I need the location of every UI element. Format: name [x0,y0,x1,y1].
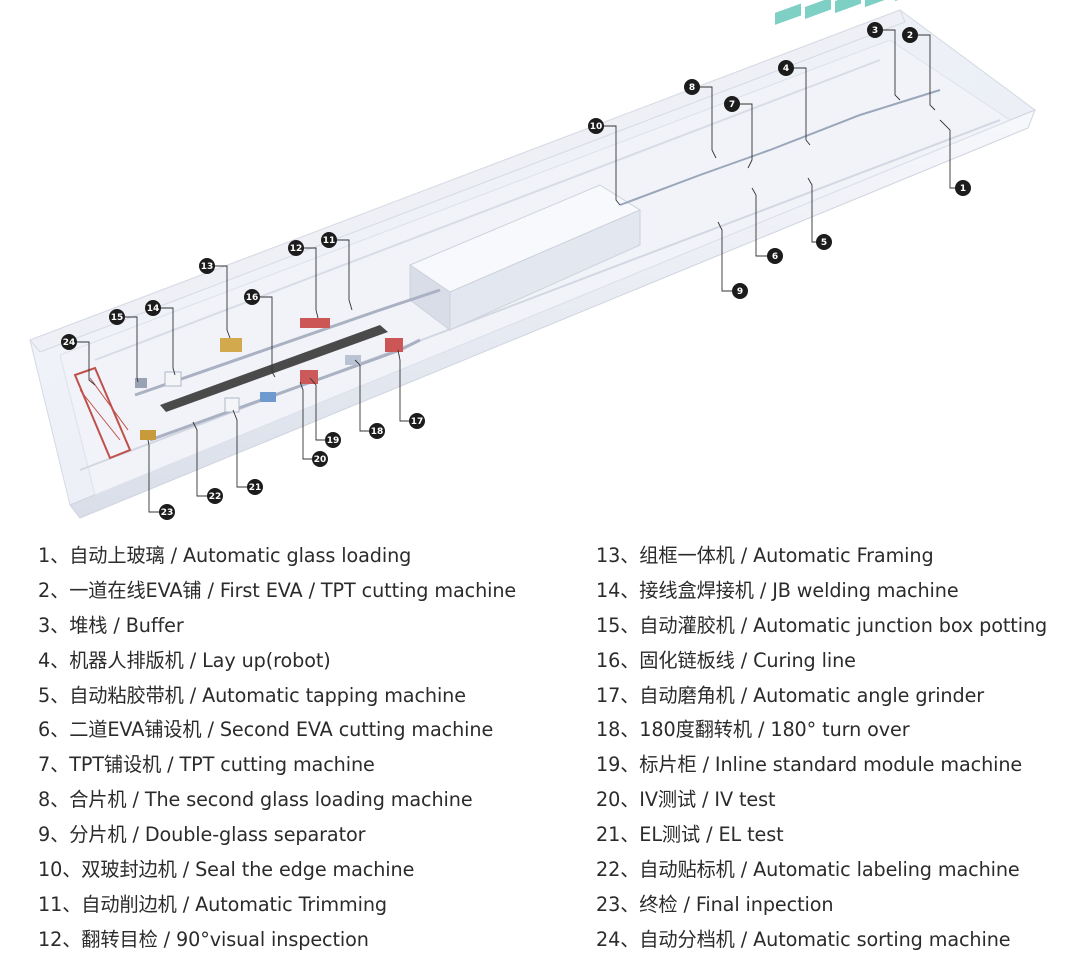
callout-9: 9 [737,287,743,297]
legend-column-left: 1、自动上玻璃 / Automatic glass loading 2、一道在线… [38,541,578,960]
legend-item: 22、自动贴标机 / Automatic labeling machine [596,855,1076,890]
legend-item: 8、合片机 / The second glass loading machine [38,785,578,820]
legend-item: 7、TPT铺设机 / TPT cutting machine [38,750,578,785]
legend-item: 12、翻转目检 / 90°visual inspection [38,925,578,960]
legend-item: 3、堆栈 / Buffer [38,611,578,646]
legend-item: 19、标片柜 / Inline standard module machine [596,750,1076,785]
callout-2: 2 [907,31,913,41]
callout-8: 8 [689,83,695,93]
callout-20: 20 [314,455,327,465]
callout-24: 24 [63,338,76,348]
callout-22: 22 [209,492,222,502]
legend-item: 5、自动粘胶带机 / Automatic tapping machine [38,681,578,716]
callout-1: 1 [960,184,966,194]
legend-item: 6、二道EVA铺设机 / Second EVA cutting machine [38,715,578,750]
callout-3: 3 [872,26,878,36]
legend-item: 15、自动灌胶机 / Automatic junction box pottin… [596,611,1076,646]
callout-10: 10 [590,122,603,132]
callout-5: 5 [821,238,827,248]
legend-item: 18、180度翻转机 / 180° turn over [596,715,1076,750]
legend-item: 16、固化链板线 / Curing line [596,646,1076,681]
callout-16: 16 [246,293,259,303]
callout-14: 14 [147,304,160,314]
legend-column-right: 13、组框一体机 / Automatic Framing 14、接线盒焊接机 /… [596,541,1076,960]
legend-item: 17、自动磨角机 / Automatic angle grinder [596,681,1076,716]
callout-4: 4 [783,64,789,74]
legend-item: 11、自动削边机 / Automatic Trimming [38,890,578,925]
legend-item: 2、一道在线EVA铺 / First EVA / TPT cutting mac… [38,576,578,611]
callout-7: 7 [729,100,735,110]
station-legend: 1、自动上玻璃 / Automatic glass loading 2、一道在线… [0,530,1080,960]
callout-15: 15 [111,313,124,323]
legend-item: 9、分片机 / Double-glass separator [38,820,578,855]
legend-item: 23、终检 / Final inpection [596,890,1076,925]
legend-item: 24、自动分档机 / Automatic sorting machine [596,925,1076,960]
callout-19: 19 [327,436,340,446]
callout-12: 12 [290,244,303,254]
callout-23: 23 [161,508,174,518]
legend-item: 4、机器人排版机 / Lay up(robot) [38,646,578,681]
callout-17: 17 [411,417,424,427]
callout-11: 11 [323,236,336,246]
legend-item: 21、EL测试 / EL test [596,820,1076,855]
legend-item: 1、自动上玻璃 / Automatic glass loading [38,541,578,576]
legend-item: 13、组框一体机 / Automatic Framing [596,541,1076,576]
legend-item: 20、IV测试 / IV test [596,785,1076,820]
factory-layout-illustration: 1 2 3 4 5 6 7 8 9 10 11 12 13 14 15 16 1… [0,0,1080,525]
callout-6: 6 [772,252,778,262]
legend-item: 10、双玻封边机 / Seal the edge machine [38,855,578,890]
callout-13: 13 [201,262,214,272]
legend-item: 14、接线盒焊接机 / JB welding machine [596,576,1076,611]
callout-18: 18 [371,427,384,437]
callout-21: 21 [249,483,262,493]
